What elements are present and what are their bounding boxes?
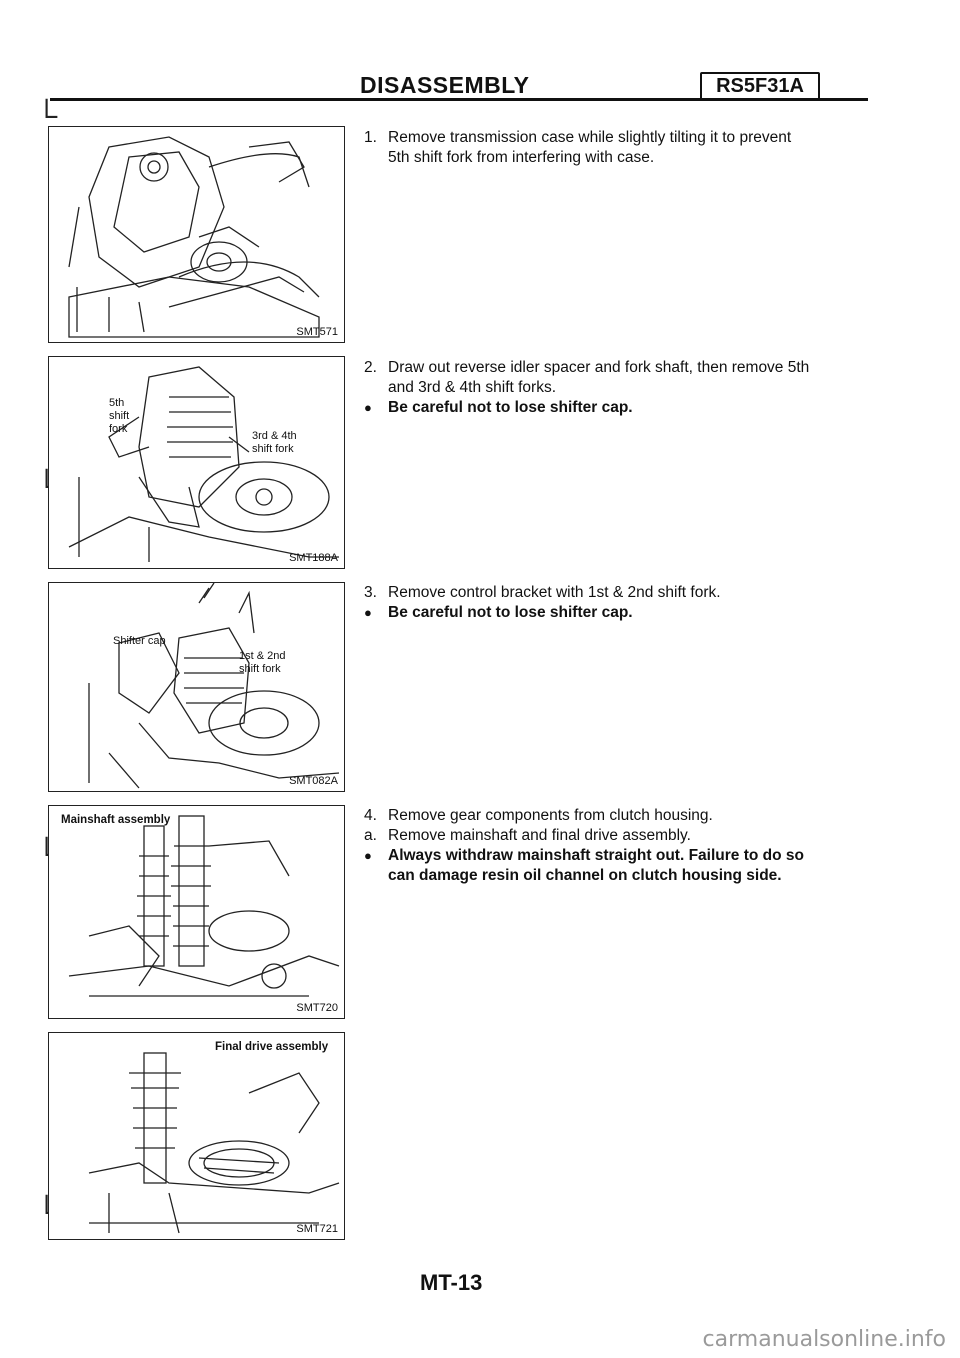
step-text: Draw out reverse idler spacer and fork s…	[388, 359, 810, 376]
label-shift-fork: shift fork	[252, 443, 294, 455]
step-text: Remove gear components from clutch housi…	[388, 807, 713, 824]
caution-text: Always withdraw mainshaft straight out. …	[388, 847, 804, 864]
label-shift-fork: shift fork	[239, 663, 281, 675]
label-final-drive-assembly: Final drive assembly	[215, 1041, 329, 1053]
caution-text: Be careful not to lose shifter cap.	[388, 399, 633, 416]
step-2: 2. Draw out reverse idler spacer and fork…	[364, 358, 874, 418]
step-3: 3. Remove control bracket with 1st & 2nd …	[364, 583, 874, 623]
label-fork: fork	[109, 423, 128, 435]
sub-step-text: Remove mainshaft and final drive assembl…	[388, 827, 691, 844]
mainshaft-illustration	[68, 815, 340, 997]
step-4: 4. Remove gear components from clutch hou…	[364, 806, 874, 886]
label-1st-2nd: 1st & 2nd	[239, 650, 286, 662]
step-1: 1. Remove transmission case while slightl…	[364, 128, 874, 168]
figure-code: SMT571	[296, 326, 338, 338]
figure-smt721: Final drive assembly SMT721	[48, 1032, 345, 1240]
caution-text: can damage resin oil channel on clutch h…	[388, 867, 782, 884]
step-number: 4.	[364, 807, 377, 824]
control-bracket-illustration	[88, 583, 340, 789]
transmission-case-illustration	[68, 136, 320, 338]
header-rule	[50, 98, 868, 101]
sub-step-letter: a.	[364, 827, 377, 844]
figure-smt720: Mainshaft assembly SMT720	[48, 805, 345, 1019]
figure-code: SMT082A	[289, 775, 338, 787]
figure-code: SMT720	[296, 1002, 338, 1014]
step-number: 1.	[364, 129, 377, 146]
final-drive-illustration	[88, 1052, 340, 1234]
step-number: 3.	[364, 584, 377, 601]
figure-smt082a: Shifter cap 1st & 2nd shift fork SMT082A	[48, 582, 345, 792]
figure-code: SMT721	[296, 1223, 338, 1235]
figure-smt188a: 5th shift fork 3rd & 4th shift fork SMT1…	[48, 356, 345, 569]
caution-text: Be careful not to lose shifter cap.	[388, 604, 633, 621]
page-title: DISASSEMBLY	[360, 72, 530, 98]
figure-code: SMT188A	[289, 552, 338, 564]
step-number: 2.	[364, 359, 377, 376]
model-badge: RS5F31A	[700, 72, 820, 100]
figure-smt571: SMT571	[48, 126, 345, 343]
step-text: Remove control bracket with 1st & 2nd sh…	[388, 584, 721, 601]
shift-fork-illustration	[68, 366, 339, 562]
label-mainshaft-assembly: Mainshaft assembly	[61, 814, 171, 826]
bullet-icon: ●	[364, 848, 372, 863]
page-number: MT-13	[420, 1270, 483, 1295]
bullet-icon: ●	[364, 400, 372, 415]
step-text: and 3rd & 4th shift forks.	[388, 379, 557, 396]
binding-mark-icon: └	[36, 100, 58, 133]
watermark: carmanualsonline.info	[702, 1327, 946, 1352]
label-shifter-cap: Shifter cap	[113, 635, 166, 647]
bullet-icon: ●	[364, 605, 372, 620]
label-3rd-4th: 3rd & 4th	[252, 430, 297, 442]
label-5th: 5th	[109, 397, 125, 409]
step-text: Remove transmission case while slightly …	[388, 129, 792, 146]
step-text: 5th shift fork from interfering with cas…	[388, 149, 655, 166]
label-shift: shift	[109, 410, 130, 422]
